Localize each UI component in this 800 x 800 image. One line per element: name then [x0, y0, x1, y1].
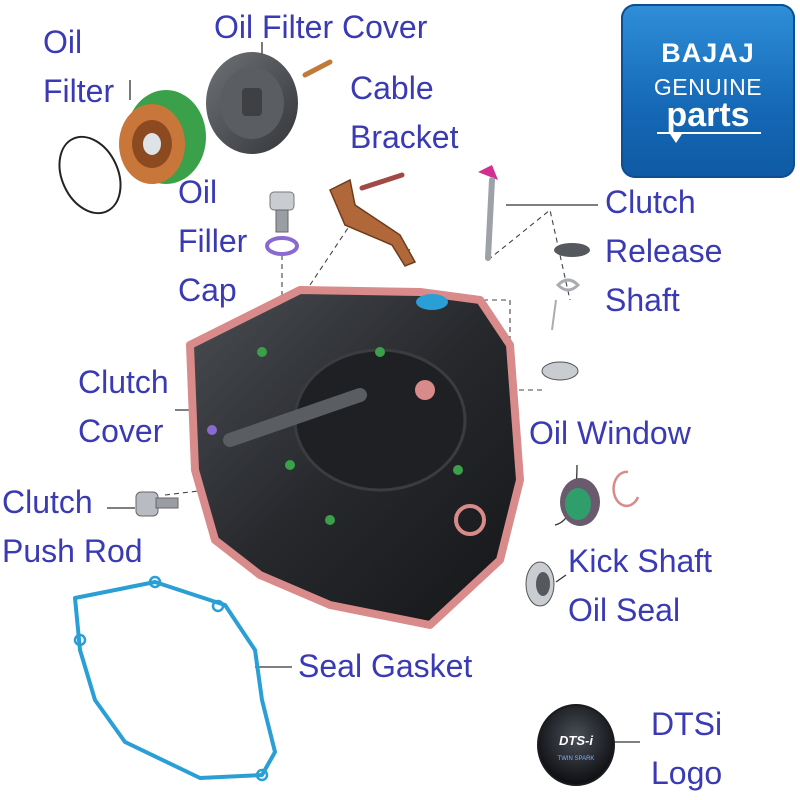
dtsi-emblem-subtext: TWIN SPARK: [558, 756, 595, 762]
label-oil-filler-cap: Oil Filler Cap: [178, 174, 248, 308]
label-cable-bracket: Cable Bracket: [350, 70, 459, 155]
badge-genuine-text: GENUINE: [653, 74, 763, 100]
label-oil-filter-cover: Oil Filter Cover: [214, 9, 428, 45]
clutch-push-rod-part: [135, 491, 179, 517]
badge-parts-text: parts: [666, 96, 750, 134]
label-clutch-push-rod: Clutch Push Rod: [2, 484, 143, 569]
label-oil-window: Oil Window: [529, 415, 691, 451]
dtsi-emblem-text: DTS-i: [559, 733, 593, 748]
badge-brand-name: BAJAJ: [661, 38, 755, 68]
filter-cover-bolt: [302, 59, 333, 78]
label-kick-shaft-oil-seal: Kick Shaft Oil Seal: [568, 543, 713, 628]
label-oil-filter: Oil Filter: [43, 24, 115, 109]
leader-lines: [107, 42, 640, 743]
dash-push-rod: [164, 479, 291, 496]
badge-underline: [657, 132, 761, 134]
bajaj-genuine-parts-badge: BAJAJ GENUINE parts: [621, 4, 795, 178]
seal-gasket-part: [73, 575, 277, 782]
clutch-release-shaft-part: [478, 165, 590, 381]
badge-arrow-icon: [670, 134, 682, 143]
label-seal-gasket: Seal Gasket: [298, 648, 473, 684]
leader-kick-shaft-oil-seal: [555, 574, 567, 583]
label-dtsi-logo: DTSi Logo: [651, 706, 723, 791]
oil-filler-cap-part: [265, 191, 299, 256]
label-clutch-cover: Clutch Cover: [78, 364, 169, 449]
cable-bracket-part: [329, 172, 417, 267]
dtsi-emblem: DTS-i TWIN SPARK: [537, 704, 615, 786]
oil-window-part: [560, 470, 640, 526]
oil-filter-cover: [206, 52, 298, 154]
oil-filter: [119, 90, 206, 184]
label-clutch-release-shaft: Clutch Release Shaft: [605, 184, 723, 318]
clutch-cover-part: [186, 286, 524, 629]
o-ring: [58, 135, 122, 215]
kick-shaft-oil-seal-part: [525, 561, 555, 607]
